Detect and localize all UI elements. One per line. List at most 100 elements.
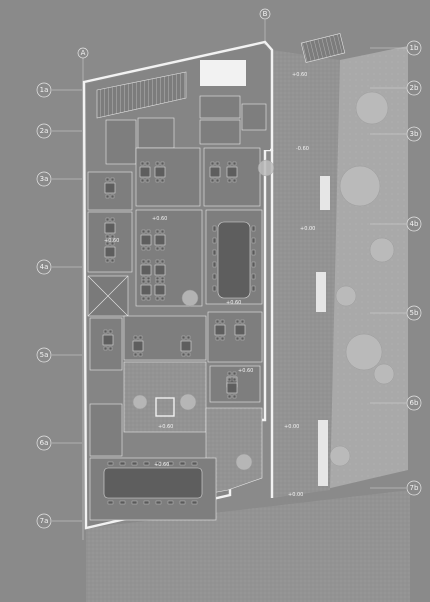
tree [355,91,389,125]
level-marker: -0.60 [296,146,309,152]
chair [141,276,146,281]
chair [160,178,165,183]
chair [220,336,225,341]
chair [251,237,256,244]
chair [155,296,160,301]
chair [140,178,145,183]
table-4-seat [214,324,226,336]
table-4-seat [102,334,114,346]
chair [251,225,256,232]
grid-label-row: 2b [410,84,419,92]
tree [369,237,395,263]
room-bath-1 [199,95,241,119]
chair [119,500,126,505]
chair [181,335,186,340]
chair [131,461,138,466]
table-4-seat [139,166,151,178]
room-bath-2 [199,119,241,145]
planter-2 [318,420,328,486]
grid-bubble-col-B: B [259,8,271,20]
grid-label-row: 4a [40,263,49,271]
chair [146,296,151,301]
level-marker: +0.00 [300,226,315,232]
level-marker: +0.60 [152,216,167,222]
chair [141,229,146,234]
main-stair [96,71,187,119]
table-4-seat [140,234,152,246]
tree [335,285,357,307]
chair [110,234,115,239]
chair [186,352,191,357]
chair [145,178,150,183]
level-marker: +0.00 [284,424,299,430]
chair [155,461,162,466]
grid-label-col: B [263,10,268,18]
chair [133,352,138,357]
table-4-seat [132,340,144,352]
chair [103,329,108,334]
chair [215,178,220,183]
table-4-seat [104,222,116,234]
chair [160,296,165,301]
chair [131,500,138,505]
table-4-seat [104,246,116,258]
chair [179,500,186,505]
level-marker: +0.60 [292,72,307,78]
table-4-seat [104,182,116,194]
table-4-seat [154,264,166,276]
grid-bubbles-right: 1b 2b 3b 4b 5b 6b 7b [406,40,422,496]
chair [146,276,151,281]
level-markers: +0.60 +0.60 +0.60 -0.60 +0.60 +0.60 +0.6… [104,72,315,498]
chair [110,258,115,263]
chair [138,335,143,340]
chair [110,194,115,199]
chair [227,371,232,376]
grid-label-row: 6a [40,439,49,447]
chair [110,241,115,246]
chair [155,161,160,166]
room-wc [105,119,137,165]
chair [240,319,245,324]
chair [155,500,162,505]
table-4-seat [226,382,238,394]
chair [105,217,110,222]
chair [105,258,110,263]
chair [179,461,186,466]
light-block [200,60,246,86]
tree [235,453,253,471]
room-dining-f [123,315,207,361]
chair [227,377,232,382]
chair [108,329,113,334]
banquet-table [103,467,203,499]
chair [235,319,240,324]
tree [373,363,395,385]
grid-label-row: 4b [410,220,419,228]
chair [141,296,146,301]
chair [232,394,237,399]
grid-label-col: A [81,49,86,57]
chair [227,394,232,399]
chair [155,178,160,183]
side-stair [300,33,346,63]
chair [186,335,191,340]
chair [143,500,150,505]
table-4-seat [209,166,221,178]
chair [146,229,151,234]
chair [155,246,160,251]
chair [167,500,174,505]
grid-lines [52,20,406,540]
chair [140,161,145,166]
chair [107,461,114,466]
chair [232,377,237,382]
chair [155,229,160,234]
chair [110,177,115,182]
chair [212,249,217,256]
chair [215,319,220,324]
chair [251,273,256,280]
tree [257,159,275,177]
tree [345,333,383,371]
chair [227,161,232,166]
chair [155,259,160,264]
chair [108,346,113,351]
meeting-table [217,221,251,299]
